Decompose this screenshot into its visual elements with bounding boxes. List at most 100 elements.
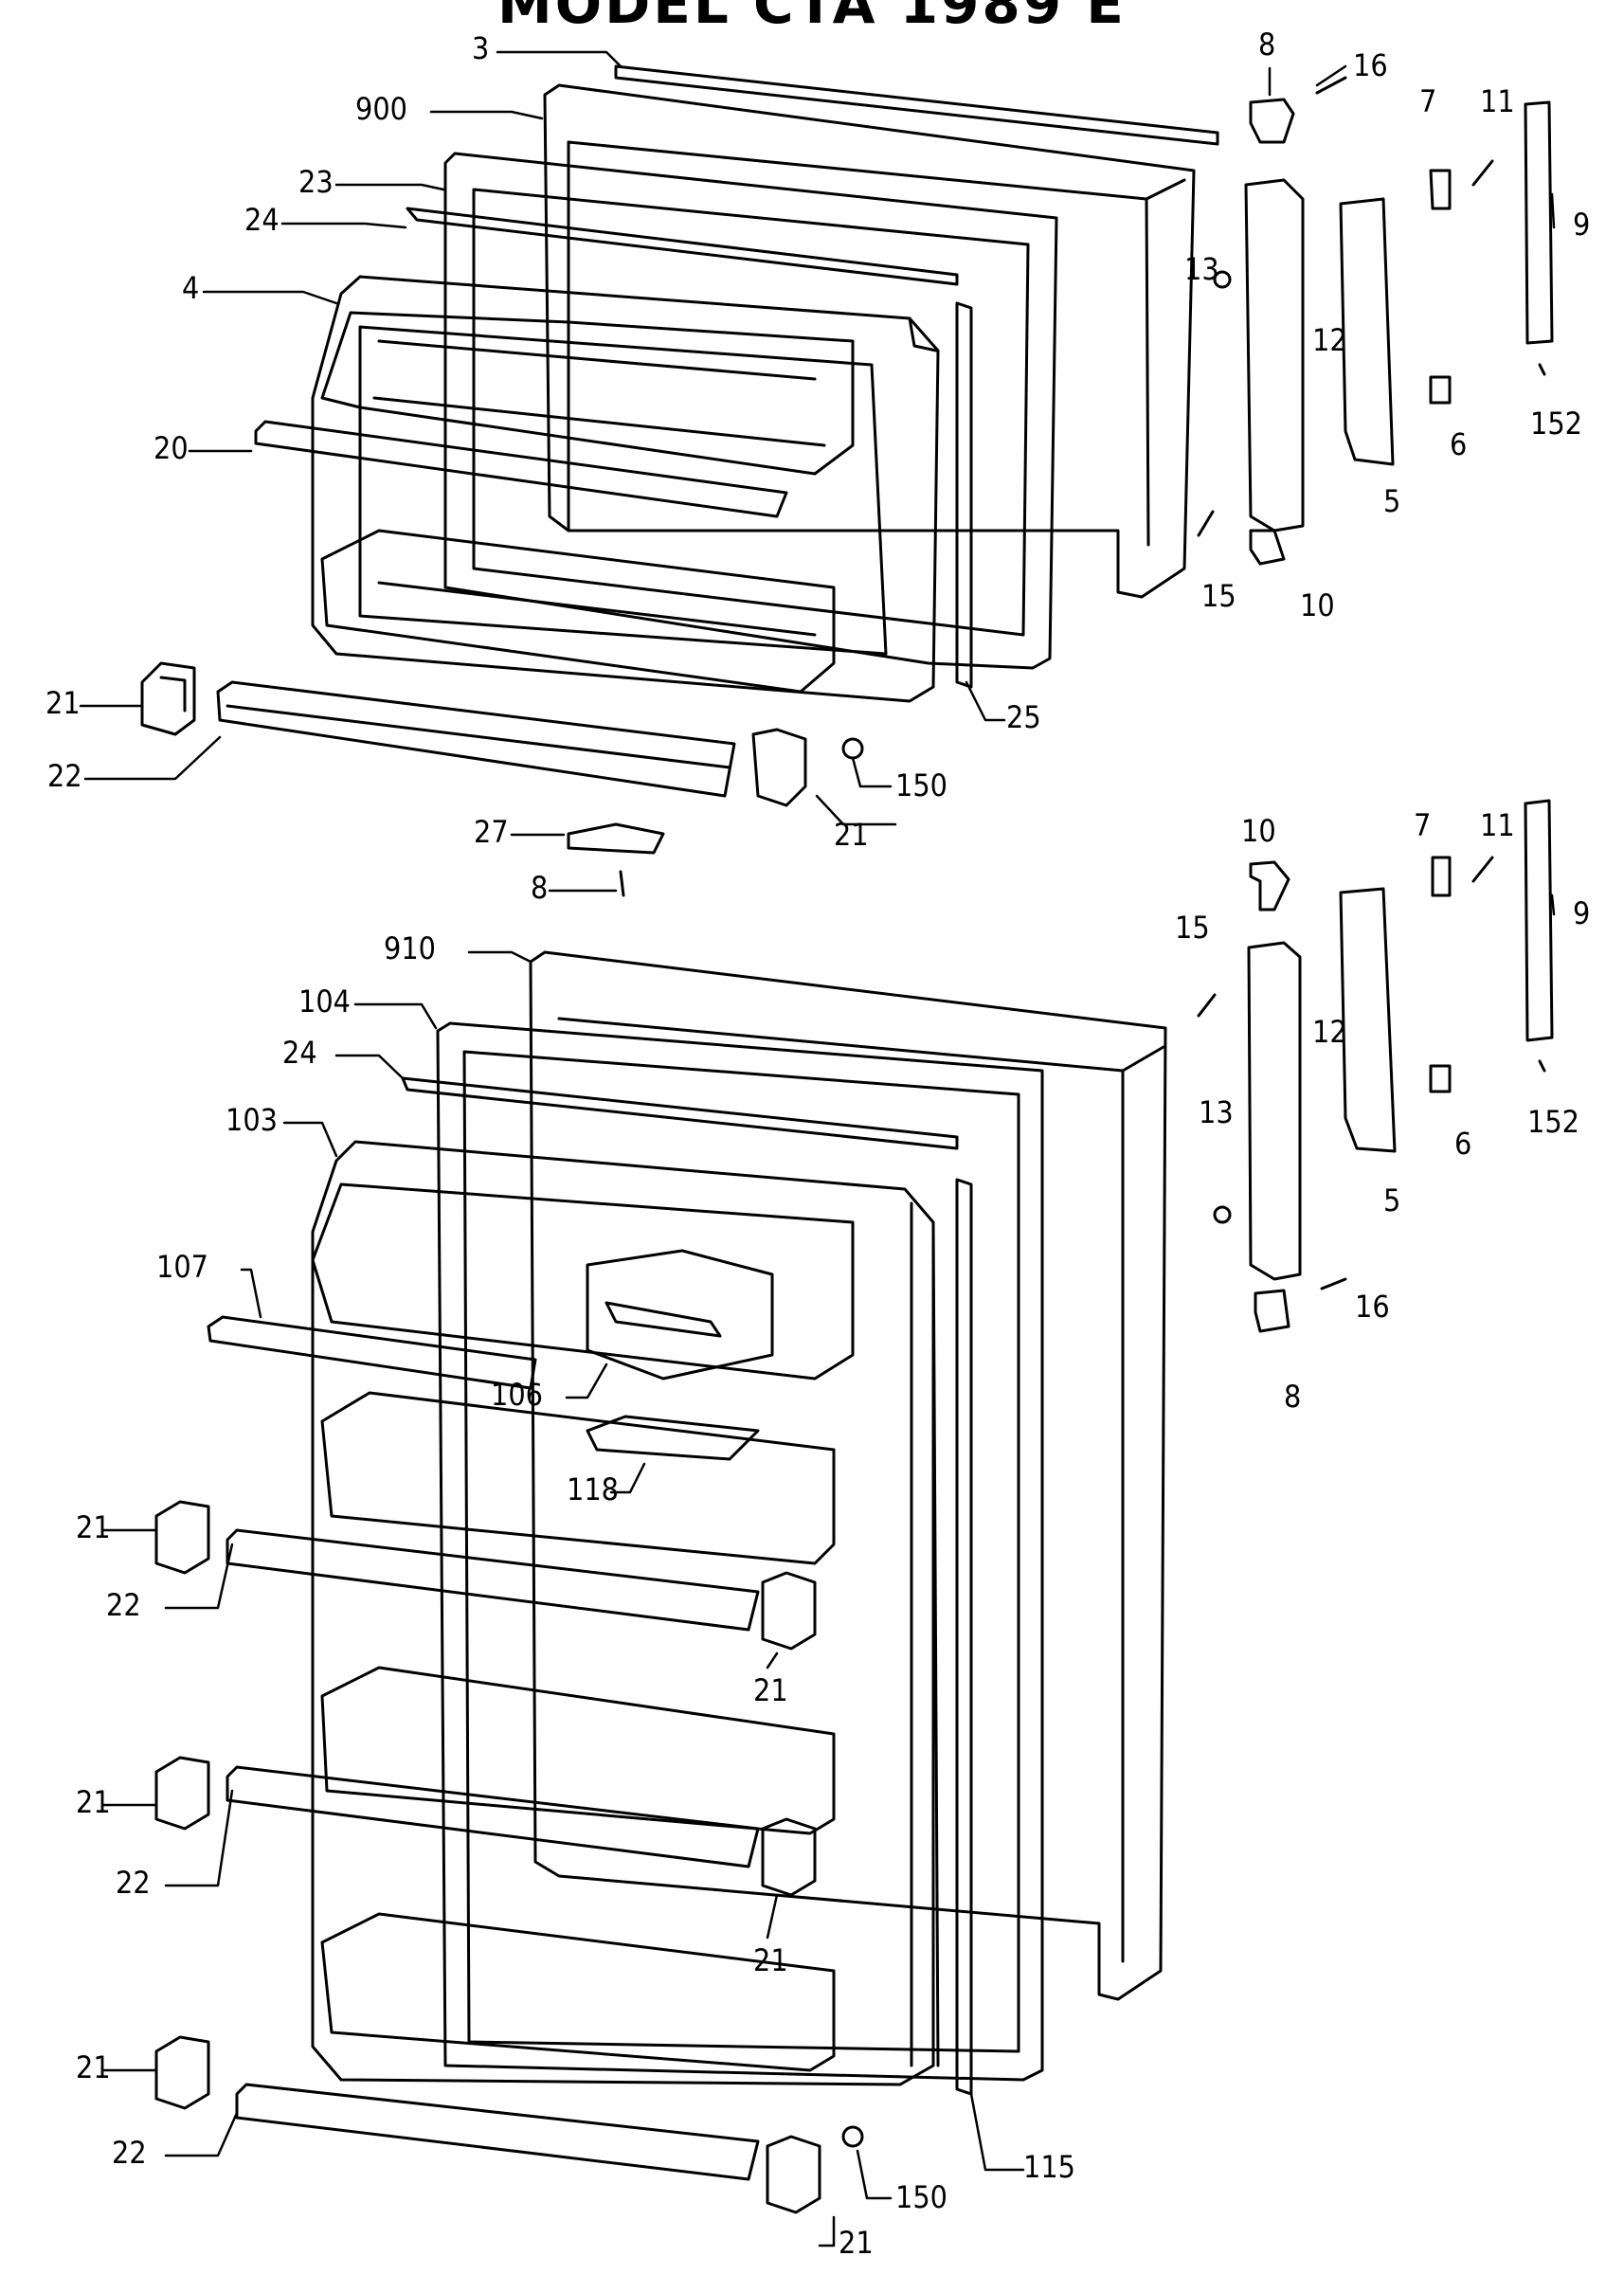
- label-part-5-fresh: 5: [1383, 1182, 1400, 1218]
- label-part-23: 23: [298, 164, 334, 200]
- label-part-22-fresh-2: 22: [116, 1865, 151, 1901]
- label-part-22-freezer: 22: [47, 758, 82, 794]
- fresh-upper-rack: [311, 1182, 855, 1381]
- part-25-side-strip: [955, 301, 973, 689]
- part-20-shelf-rail: [254, 420, 788, 518]
- part-22-door-rail-1: [226, 1528, 760, 1632]
- label-part-21-freezer-right: 21: [834, 817, 869, 853]
- part-21-end-cap-left-freezer: [140, 661, 196, 736]
- part-27-bracket: [567, 822, 665, 855]
- part-150-screw-freezer: [841, 737, 864, 760]
- part-22-door-rail-3: [235, 2083, 760, 2181]
- part-13-plug-freezer: [1213, 270, 1232, 289]
- part-10-hinge-freezer: [1249, 529, 1286, 566]
- part-21-end-cap-3: [154, 1756, 210, 1831]
- part-5-handle-fresh: [1339, 887, 1397, 1153]
- part-150-screw-fresh: [841, 2125, 864, 2148]
- label-part-15-fresh: 15: [1175, 910, 1210, 946]
- label-part-104: 104: [298, 984, 351, 1020]
- label-part-13-fresh: 13: [1199, 1094, 1234, 1130]
- part-12-handle-trim-freezer: [1244, 178, 1305, 532]
- part-11-screw-fresh: [1471, 856, 1494, 883]
- part-22-door-rail-2: [226, 1765, 760, 1868]
- part-8-screw-lower: [619, 870, 625, 897]
- freezer-upper-rack: [320, 311, 855, 476]
- part-21-end-cap-4: [761, 1817, 817, 1897]
- label-part-7-freezer: 7: [1419, 83, 1436, 119]
- part-910-door-panel: [529, 950, 1167, 2001]
- label-part-152-freezer: 152: [1530, 406, 1582, 442]
- part-24-breaker-strip: [406, 207, 959, 286]
- part-104-gasket: [436, 1021, 1044, 2082]
- label-part-12-freezer: 12: [1312, 322, 1347, 358]
- label-part-11-freezer: 11: [1480, 83, 1515, 119]
- part-13-plug-fresh: [1213, 1205, 1232, 1224]
- label-part-6-fresh: 6: [1454, 1126, 1471, 1162]
- label-part-8-lower: 8: [531, 870, 548, 906]
- label-part-8-upper: 8: [1258, 27, 1275, 63]
- label-part-21-fresh-5: 21: [76, 2049, 111, 2085]
- part-21-end-cap-6: [766, 2135, 821, 2214]
- label-part-6-freezer: 6: [1450, 426, 1467, 462]
- fresh-shelf-2: [320, 1666, 836, 1835]
- label-part-8-fresh: 8: [1284, 1379, 1301, 1415]
- part-21-end-cap-1: [154, 1500, 210, 1575]
- label-part-152-fresh: 152: [1527, 1104, 1579, 1140]
- label-part-4: 4: [182, 270, 199, 306]
- part-24-breaker-strip-fresh: [401, 1076, 959, 1150]
- part-11-screw-freezer: [1471, 159, 1494, 187]
- label-part-900: 900: [355, 91, 407, 127]
- label-part-3: 3: [472, 30, 489, 66]
- label-part-12-fresh: 12: [1312, 1014, 1347, 1050]
- label-part-10-freezer: 10: [1300, 587, 1335, 623]
- fresh-food-door-assembly: [154, 799, 1554, 2214]
- part-16-screw-upper: [1315, 76, 1347, 95]
- freezer-door-assembly: [140, 64, 1554, 897]
- part-103-inner-liner: [311, 1140, 940, 2086]
- label-part-16-upper: 16: [1353, 47, 1388, 83]
- label-part-21-fresh-6: 21: [839, 2225, 874, 2261]
- fresh-shelf-1: [320, 1391, 836, 1565]
- part-7-bracket-fresh: [1431, 856, 1452, 897]
- part-15-screw-fresh: [1197, 993, 1217, 1018]
- label-part-20: 20: [153, 430, 189, 466]
- part-8-hinge-fresh: [1254, 1289, 1290, 1333]
- label-part-15-freezer: 15: [1201, 578, 1236, 614]
- part-10-hinge-fresh: [1249, 860, 1290, 911]
- part-23-gasket: [443, 152, 1058, 670]
- part-5-handle-freezer: [1339, 197, 1395, 466]
- fresh-shelf-3: [320, 1912, 836, 2072]
- leader-lines: [79, 50, 1556, 2247]
- part-152-plug-fresh: [1538, 1059, 1546, 1073]
- part-900-door-panel: [543, 83, 1196, 599]
- part-6-bracket-fresh: [1429, 1064, 1452, 1093]
- part-107-shelf-rail: [207, 1315, 537, 1390]
- part-15-screw-freezer: [1197, 510, 1215, 537]
- part-9-trim-freezer: [1524, 100, 1554, 345]
- label-part-103: 103: [226, 1102, 278, 1138]
- label-part-10-fresh: 10: [1241, 813, 1276, 849]
- label-part-13-freezer: 13: [1184, 251, 1219, 287]
- part-106-butter-door: [586, 1249, 774, 1381]
- label-part-5-freezer: 5: [1383, 483, 1400, 519]
- label-part-22-fresh-3: 22: [112, 2135, 147, 2171]
- diagram-title: MODEL CTA 1989 E: [497, 0, 1127, 36]
- part-21-end-cap-right-freezer: [751, 728, 807, 807]
- part-6-bracket-freezer: [1429, 375, 1452, 405]
- part-21-end-cap-2: [761, 1571, 817, 1651]
- label-part-21-fresh-1: 21: [76, 1509, 111, 1545]
- label-part-150-freezer: 150: [895, 767, 947, 803]
- part-22-door-rail-freezer: [216, 680, 736, 798]
- label-part-16-fresh: 16: [1355, 1289, 1390, 1325]
- label-part-24-fresh: 24: [282, 1035, 317, 1071]
- label-part-150-fresh: 150: [895, 2179, 947, 2215]
- part-16-screw-fresh: [1320, 1277, 1347, 1290]
- label-part-27: 27: [474, 814, 509, 850]
- label-part-9-freezer: 9: [1573, 207, 1590, 243]
- part-9-trim-fresh: [1524, 799, 1554, 1042]
- label-part-25: 25: [1006, 699, 1041, 735]
- label-part-21-fresh-4: 21: [753, 1942, 788, 1978]
- part-4-inner-liner: [311, 275, 940, 703]
- label-part-21-fresh-3: 21: [76, 1784, 111, 1820]
